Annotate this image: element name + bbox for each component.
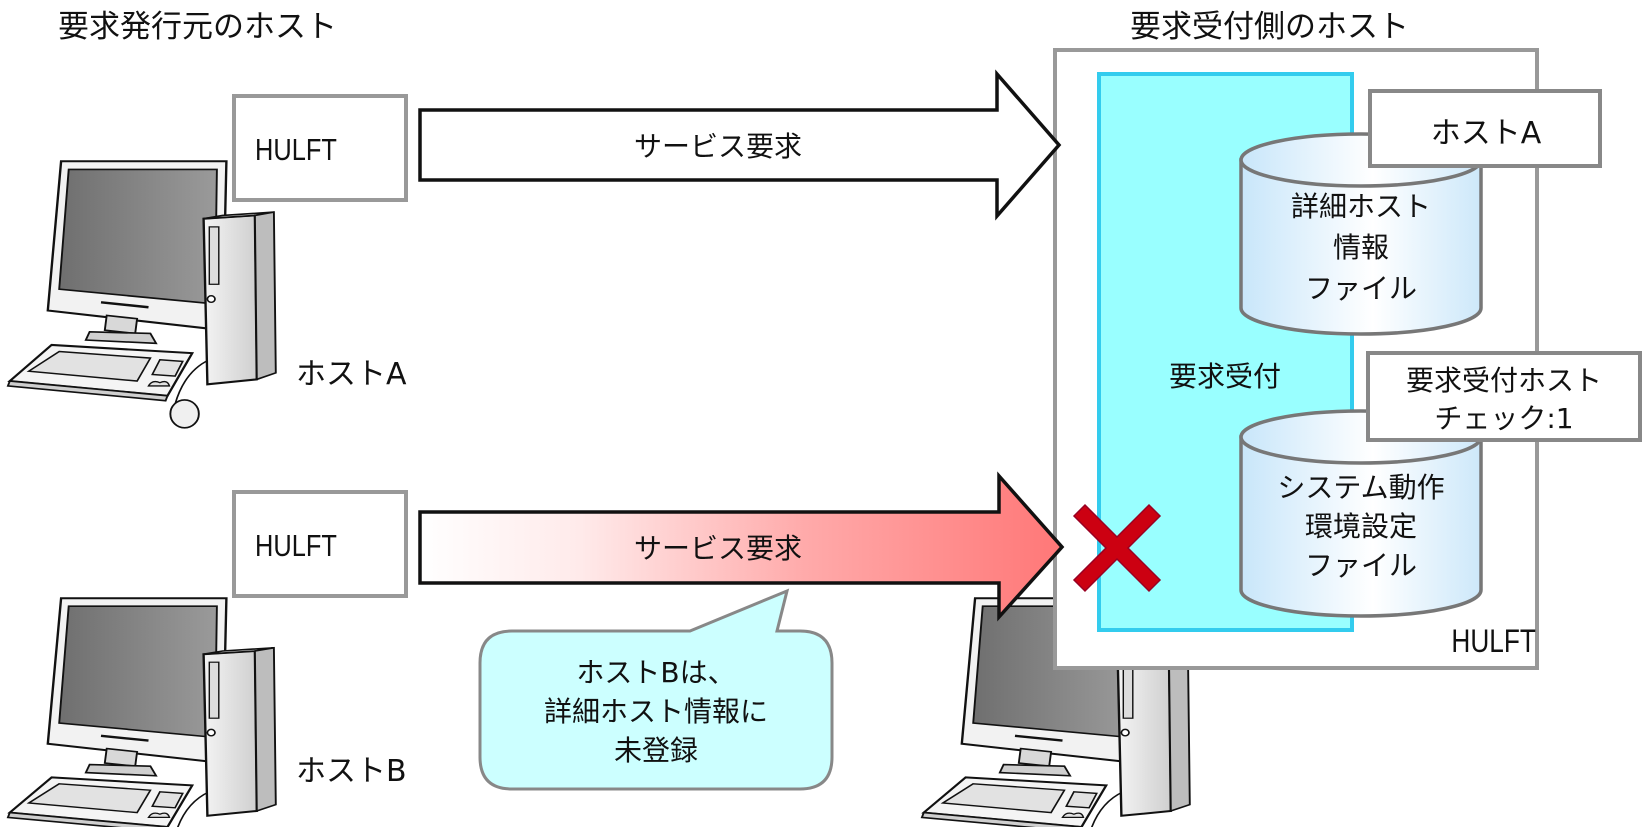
service-request-label: サービス要求 xyxy=(634,130,802,163)
desktop-computer-icon xyxy=(6,596,278,827)
hulft-label: HULFT xyxy=(255,529,337,564)
callout-line: 未登録 xyxy=(614,734,698,767)
sender-hulft-box-host-a: HULFT xyxy=(232,94,408,202)
sender-side-title: 要求発行元のホスト xyxy=(58,9,337,45)
callout-line: 詳細ホスト情報に xyxy=(544,695,768,728)
receiver-hulft-label: HULFT xyxy=(1451,625,1536,660)
request-acceptance-label: 要求受付 xyxy=(1169,360,1281,393)
host-check-setting: 要求受付ホスト チェック:1 xyxy=(1366,351,1642,442)
detail-host-file-line: 情報 xyxy=(1333,231,1389,264)
detail-host-file-line: 詳細ホスト xyxy=(1291,190,1431,223)
host-b-label: ホストB xyxy=(296,754,407,789)
callout-line: ホストBは、 xyxy=(576,656,735,689)
cylinder-database-icon xyxy=(1239,158,1483,336)
hulft-label: HULFT xyxy=(255,133,337,168)
system-config-file-line: ファイル xyxy=(1305,549,1417,582)
detail-host-file-line: ファイル xyxy=(1305,272,1417,305)
host-check-setting-line: 要求受付ホスト xyxy=(1406,364,1602,397)
detail-host-info-file: 詳細ホスト 情報 ファイル xyxy=(1239,132,1483,336)
registered-host-entry: ホストA xyxy=(1368,89,1602,168)
system-config-file: システム動作 環境設定 ファイル xyxy=(1239,409,1483,618)
system-config-file-line: 環境設定 xyxy=(1305,510,1417,543)
receiver-side-title: 要求受付側のホスト xyxy=(1130,9,1409,45)
service-request-arrow-host-b: サービス要求 xyxy=(418,471,1065,622)
service-request-label: サービス要求 xyxy=(634,532,802,565)
cross-mark-icon xyxy=(1072,503,1162,593)
cylinder-database-icon xyxy=(1239,435,1483,618)
system-config-file-line: システム動作 xyxy=(1277,471,1444,504)
registered-host-entry-text: ホストA xyxy=(1431,116,1542,151)
host-check-setting-line: チェック:1 xyxy=(1434,402,1573,435)
callout-bubble: ホストBは、 詳細ホスト情報に 未登録 xyxy=(478,588,834,791)
host-a-label: ホストA xyxy=(296,357,407,392)
service-request-arrow-host-a: サービス要求 xyxy=(418,69,1062,221)
sender-hulft-box-host-b: HULFT xyxy=(232,490,408,598)
